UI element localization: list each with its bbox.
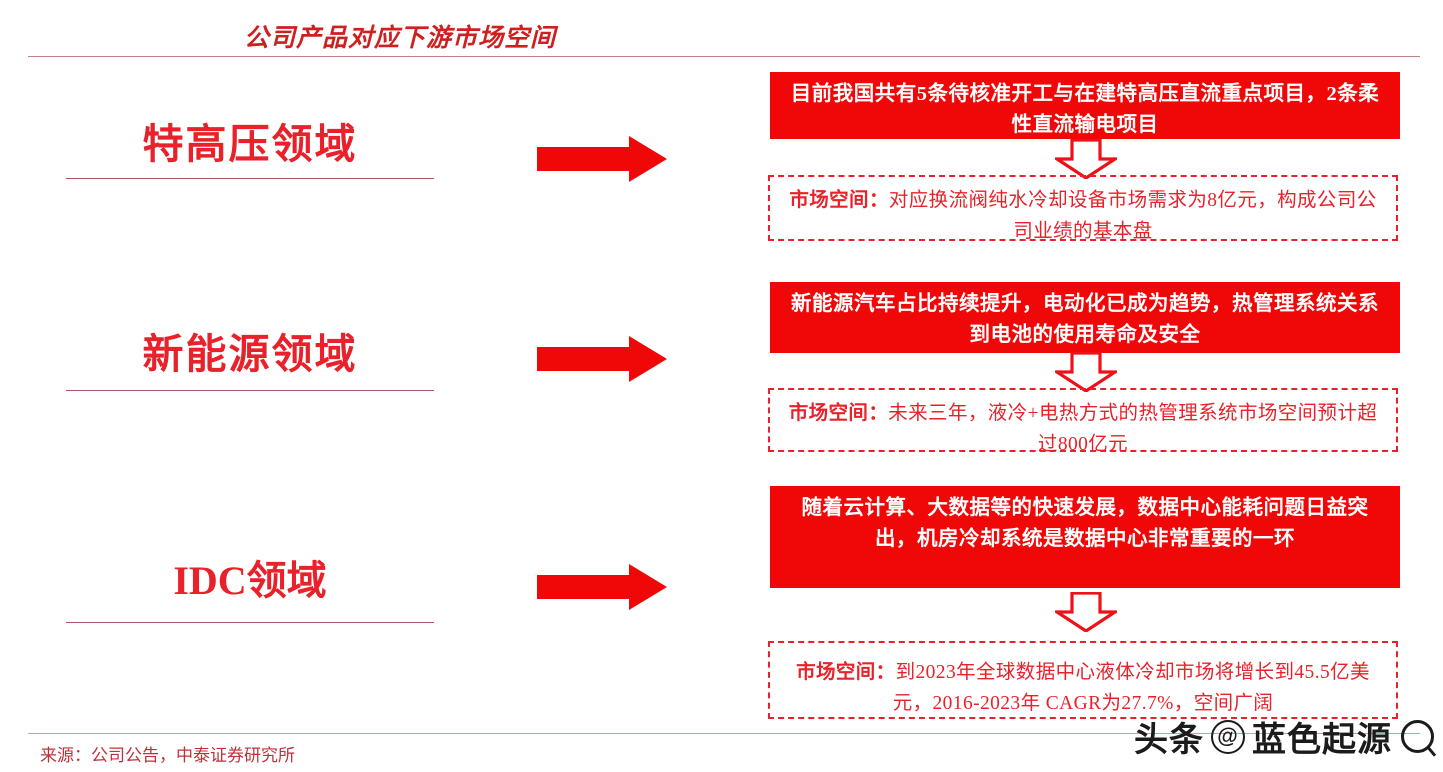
- watermark-brand: 头条: [1134, 721, 1204, 759]
- market-space-text: 对应换流阀纯水冷却设备市场需求为8亿元，构成公司公司业绩的基本盘: [888, 190, 1377, 243]
- domain-underline-uhv: [66, 178, 434, 179]
- domain-label-uhv: 特高压领域: [142, 121, 358, 167]
- statement-box-new-energy: 新能源汽车占比持续提升，电动化已成为趋势，热管理系统关系到电池的使用寿命及安全: [770, 282, 1400, 353]
- statement-box-idc: 随着云计算、大数据等的快速发展，数据中心能耗问题日益突出，机房冷却系统是数据中心…: [770, 486, 1400, 588]
- domain-label-idc: IDC领域: [173, 558, 327, 603]
- watermark-account: 蓝色起源: [1252, 721, 1392, 759]
- market-space-label: 市场空间：: [788, 403, 889, 424]
- market-space-box-uhv: 市场空间：对应换流阀纯水冷却设备市场需求为8亿元，构成公司公司业绩的基本盘: [768, 175, 1398, 243]
- header-divider: [28, 56, 1420, 57]
- footer-divider: [28, 733, 1420, 734]
- watermark: 头条 @ 蓝色起源: [1134, 712, 1434, 761]
- at-sign-icon: @: [1211, 719, 1245, 754]
- market-space-box-new-energy: 市场空间：未来三年，液冷+电热方式的热管理系统市场空间预计超过800亿元: [768, 388, 1398, 456]
- right-arrow-icon: [537, 564, 667, 610]
- market-space-box-idc: 市场空间：到2023年全球数据中心液体冷却市场将增长到45.5亿美元，2016-…: [768, 641, 1398, 719]
- down-arrow-icon: [1055, 592, 1117, 632]
- market-space-text: 到2023年全球数据中心液体冷却市场将增长到45.5亿美元，2016-2023年…: [892, 662, 1370, 715]
- domain-underline-idc: [66, 622, 434, 623]
- domain-label-new-energy: 新能源领域: [142, 331, 358, 377]
- magnifier-icon: [1401, 720, 1434, 753]
- source-note: 来源：公司公告，中泰证券研究所: [40, 746, 295, 765]
- domain-underline-new-energy: [66, 390, 434, 391]
- down-arrow-icon: [1055, 352, 1117, 392]
- market-space-label: 市场空间：: [796, 662, 896, 683]
- page-title: 公司产品对应下游市场空间: [243, 25, 556, 52]
- market-space-text: 未来三年，液冷+电热方式的热管理系统市场空间预计超过800亿元: [888, 403, 1378, 456]
- right-arrow-icon: [537, 136, 667, 182]
- market-space-label: 市场空间：: [789, 190, 889, 211]
- statement-box-uhv: 目前我国共有5条待核准开工与在建特高压直流重点项目，2条柔性直流输电项目: [770, 72, 1400, 139]
- down-arrow-icon: [1055, 139, 1117, 179]
- right-arrow-icon: [537, 336, 667, 382]
